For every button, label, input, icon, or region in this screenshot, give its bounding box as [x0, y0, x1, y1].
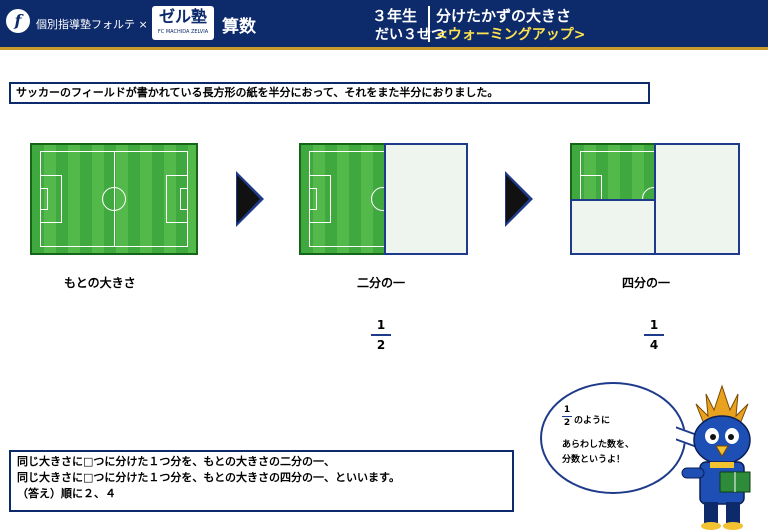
fraction-bar	[562, 416, 572, 417]
page-subtitle: <ウォーミングアップ>	[436, 27, 586, 43]
subject-label: 算数	[222, 17, 256, 37]
fraction-denominator: 4	[649, 338, 659, 352]
mascot-beak	[715, 445, 729, 457]
mascot-leg-right	[726, 502, 740, 524]
explanation-line-2: 同じ大きさに□つに分けた１つ分を、もとの大きさの四分の一、といいます。	[17, 471, 400, 484]
bubble-fraction-numerator: 1	[563, 405, 571, 415]
bubble-fraction: 1 2	[562, 405, 572, 428]
soccer-field-half	[299, 143, 399, 255]
zelvia-logo: ゼル塾 FC MACHIDA ZELVIA	[152, 6, 214, 40]
mascot-arm	[681, 467, 705, 479]
field-left-goal-box	[40, 188, 48, 210]
field-right-goal-box	[180, 188, 188, 210]
fraction-numerator: 1	[649, 318, 659, 332]
forte-logo-icon: f	[6, 9, 30, 33]
bubble-text-1: のように	[574, 416, 611, 426]
soccer-field-quarter	[570, 143, 666, 211]
folded-paper-right	[654, 143, 740, 255]
mascot-collar	[710, 462, 734, 468]
zelvia-logo-title: ゼル塾	[158, 7, 207, 26]
fraction-bar	[644, 334, 664, 336]
panel-label-half: 二分の一	[357, 276, 406, 290]
panel-label-original: もとの大きさ	[64, 276, 136, 290]
unit-label: だい３せつ	[375, 27, 445, 43]
brand-name: 個別指導塾フォルテ ×	[36, 18, 148, 31]
bubble-text-2: あらわした数を、	[562, 440, 635, 450]
bubble-fraction-denominator: 2	[563, 418, 571, 428]
question-box: サッカーのフィールドが書かれている長方形の紙を半分におって、それをまた半分におり…	[9, 82, 650, 104]
mascot-character	[681, 384, 751, 530]
field-left-goal-box	[309, 188, 317, 210]
speech-bubble	[540, 382, 686, 494]
field-center-circle	[102, 187, 126, 211]
header-stripe	[0, 47, 768, 50]
bubble-text-3: 分数というよ！	[562, 455, 626, 465]
fraction-one-quarter: 1 4	[644, 318, 664, 352]
header-divider	[428, 6, 430, 42]
grade-label: ３年生	[372, 7, 418, 25]
explanation-line-1: 同じ大きさに□つに分けた１つ分を、もとの大きさの二分の一、	[17, 455, 336, 468]
zelvia-logo-sub: FC MACHIDA ZELVIA	[157, 29, 209, 35]
panel-label-quarter: 四分の一	[622, 276, 671, 290]
soccer-field-full	[30, 143, 198, 255]
page-title: 分けたかずの大きさ	[436, 7, 572, 25]
fraction-denominator: 2	[376, 338, 386, 352]
header-bar: f 個別指導塾フォルテ × ゼル塾 FC MACHIDA ZELVIA 算数 ３…	[0, 0, 768, 47]
fraction-numerator: 1	[376, 318, 386, 332]
explanation-box: 同じ大きさに□つに分けた１つ分を、もとの大きさの二分の一、 同じ大きさに□つに分…	[9, 450, 514, 512]
fraction-one-half: 1 2	[371, 318, 391, 352]
arrow-right-icon	[505, 171, 533, 227]
arrow-right-icon	[236, 171, 264, 227]
mascot-leg-left	[704, 502, 718, 524]
folded-paper-half	[384, 143, 468, 255]
answer-line: （答え）順に２、４	[17, 487, 116, 500]
folded-paper-bottom	[570, 199, 656, 255]
fraction-bar	[371, 334, 391, 336]
